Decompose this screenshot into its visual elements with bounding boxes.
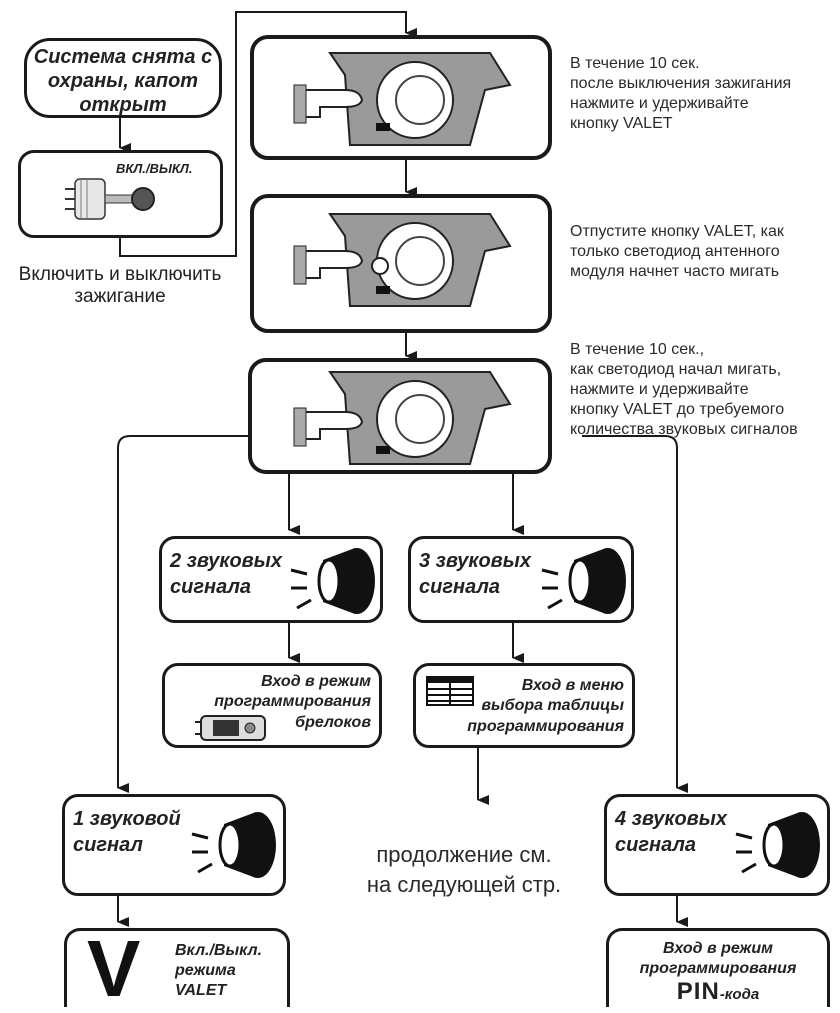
ignition-caption: Включить и выключить зажигание — [4, 264, 236, 308]
result-pin-line1: Вход в режим — [663, 940, 773, 957]
siren-icon — [541, 548, 626, 614]
step1-line4: кнопку VALET — [570, 115, 673, 132]
result-table-line2: выбора таблицы — [481, 697, 624, 714]
ignition-caption-line2: зажигание — [74, 286, 166, 307]
valet-letter: V — [87, 924, 141, 1013]
step2-text: Отпустите кнопку VALET, как только свето… — [570, 222, 784, 282]
result-valet-line1: Вкл./Выкл. — [175, 942, 263, 959]
continuation-note: продолжение см. на следующей стр. — [354, 840, 574, 900]
signal-2-line1: 2 звуковых — [170, 550, 282, 572]
step2-line3: модуля начнет часто мигать — [570, 263, 780, 280]
antenna-module-icon-3 — [293, 371, 512, 465]
result-remote-programming-box: Вход в режим программирования брелоков — [162, 663, 382, 748]
pin-label: PIN — [676, 978, 720, 1005]
result-valet-box: V Вкл./Выкл. режима VALET — [64, 927, 290, 1011]
ignition-key-icon — [65, 178, 155, 220]
signal-4-line2: сигнала — [615, 834, 697, 856]
result-pin-line3: PIN-кода — [609, 979, 827, 1008]
step2-line1: Отпустите кнопку VALET, как — [570, 223, 784, 240]
step1-text: В течение 10 сек. после выключения зажиг… — [570, 54, 791, 134]
step3-line5: количества звуковых сигналов — [570, 421, 798, 438]
signal-1-box: 1 звуковой сигнал — [62, 794, 286, 896]
step3-line3: нажмите и удерживайте — [570, 381, 749, 398]
ignition-label: ВКЛ./ВЫКЛ. — [116, 161, 193, 176]
step3-text: В течение 10 сек., как светодиод начал м… — [570, 340, 798, 440]
start-line1: Система снята с — [33, 46, 213, 68]
result-table-line1: Вход в меню — [521, 677, 624, 694]
result-valet-line2: режима — [175, 962, 236, 979]
signal-2-line2: сигнала — [170, 576, 252, 598]
result-valet-text: Вкл./Выкл. режима VALET — [175, 941, 262, 1001]
result-valet-line3: VALET — [175, 982, 227, 999]
start-line3: открыт — [79, 94, 167, 116]
start-state-box: Система снята с охраны, капот открыт — [24, 38, 222, 118]
result-remote-line3: брелоков — [295, 714, 371, 731]
result-remote-line2: программирования — [214, 693, 371, 710]
antenna-module-icon-1 — [293, 52, 512, 146]
step3-line4: кнопку VALET до требуемого — [570, 401, 785, 418]
continuation-line1: продолжение см. — [376, 842, 552, 867]
signal-1-line2: сигнал — [73, 834, 143, 856]
signal-1-line1: 1 звуковой — [73, 808, 181, 830]
result-table-menu-box: Вход в меню выбора таблицы программирова… — [413, 663, 635, 748]
antenna-module-icon-2 — [293, 213, 512, 307]
result-pin-line2: программирования — [639, 960, 797, 977]
ignition-caption-line1: Включить и выключить — [18, 264, 222, 285]
continuation-line2: на следующей стр. — [366, 872, 562, 897]
step1-line2: после выключения зажигания — [570, 75, 792, 92]
start-line2: охраны, капот — [47, 70, 199, 92]
siren-icon — [290, 548, 375, 614]
table-icon — [426, 676, 474, 706]
signal-3-line1: 3 звуковых — [419, 550, 531, 572]
pin-suffix: -кода — [719, 986, 760, 1003]
signal-4-line1: 4 звуковых — [615, 808, 727, 830]
step2-line2: только светодиод антенного — [570, 243, 780, 260]
step1-line3: нажмите и удерживайте — [570, 95, 749, 112]
siren-icon — [191, 812, 276, 878]
result-remote-line1: Вход в режим — [261, 673, 371, 690]
result-pin-box: Вход в режим программирования PIN-кода — [606, 928, 830, 1007]
siren-icon — [735, 812, 820, 878]
step3-line2: как светодиод начал мигать, — [570, 361, 782, 378]
ignition-box: ВКЛ./ВЫКЛ. — [18, 150, 223, 238]
key-fob-icon — [195, 715, 266, 741]
step3-line1: В течение 10 сек., — [570, 341, 705, 358]
signal-3-line2: сигнала — [419, 576, 501, 598]
result-table-line3: программирования — [467, 718, 624, 735]
step1-line1: В течение 10 сек. — [570, 55, 700, 72]
